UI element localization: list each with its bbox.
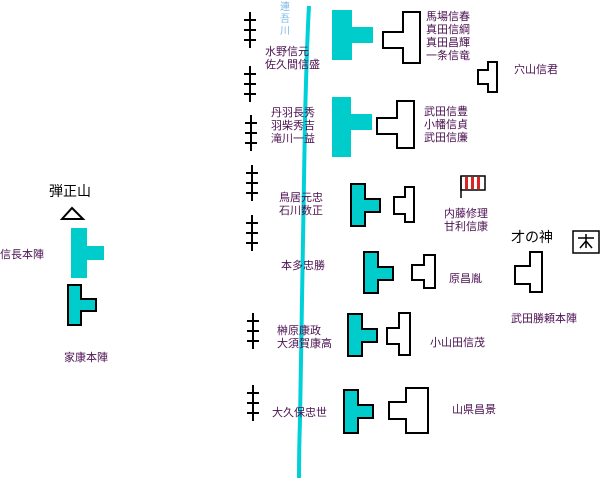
hashiba-label: 羽柴秀吉 [271,119,315,132]
ieyasu-hq-unit [67,284,97,326]
amari-label: 甘利信康 [444,220,488,233]
river-label-1: 連 [280,2,290,13]
fence [245,115,257,151]
sanada-nobutsuna-label: 真田信綱 [426,23,470,36]
naito-label: 内藤修理 [444,207,488,220]
river-label-2: 吾 [280,14,290,25]
torii-label: 鳥居元忠 [279,191,323,204]
baba-sanada-unit [382,11,421,64]
katsuyori-hq-unit [514,251,543,293]
ieyasu-hq-label: 家康本陣 [64,351,108,364]
sakakibara-osuga-unit [347,313,378,357]
niwa-label: 丹羽長秀 [271,106,315,119]
mizuno-label: 水野信元 [265,45,309,58]
katsuyori-hq-label: 武田勝頼本陣 [511,312,577,325]
naito-amari-unit [393,186,415,223]
hara-label: 原昌胤 [449,272,482,285]
sainokami-label: 才の神 [511,230,553,246]
fence [244,12,256,48]
oyamada-label: 小山田信茂 [430,336,485,349]
ishikawa-label: 石川数正 [279,204,323,217]
anayama-unit [477,61,498,93]
fence [244,66,256,102]
rengo-river [297,5,311,479]
anayama-label: 穴山信君 [514,63,558,76]
takeda-nobukado-label: 武田信廉 [424,131,468,144]
yamagata-unit [388,387,429,434]
takeda-nobutoyo-label: 武田信豊 [424,105,468,118]
danjo-hill-label: 弾正山 [49,184,91,200]
takeda-crest-icon [572,230,600,254]
allied-units [71,10,373,278]
nobunaga-hq-label: 信長本陣 [0,248,44,261]
sakuma-label: 佐久間信盛 [265,58,320,71]
honda-unit [363,251,394,294]
river-label-3: 川 [280,26,290,37]
ichijo-label: 一条信竜 [426,49,470,62]
fence [246,165,258,201]
fence [246,215,258,251]
baba-label: 馬場信春 [426,10,470,23]
yamagata-label: 山県昌景 [452,403,496,416]
torii-ishikawa-unit [350,183,381,227]
oyamada-unit [386,312,411,356]
nobunaga-hq-unit [71,228,104,278]
danjo-hill-icon [59,206,86,220]
sanada-masateru-label: 真田昌輝 [426,36,470,49]
niwa-hashiba-takigawa-unit [332,97,372,157]
osuga-label: 大須賀康高 [277,337,332,350]
fence [247,313,259,349]
obata-label: 小幡信貞 [424,118,468,131]
takeda-units [376,11,543,434]
honda-label: 本多忠勝 [281,259,325,272]
takeda-nobutoyo-unit [376,100,415,149]
okubo-unit [343,389,374,434]
hara-unit [411,254,436,289]
takigawa-label: 滝川一益 [271,132,315,145]
palisade-fences [244,12,259,421]
banner-icon [460,175,486,198]
mizuno-sakuma-unit [332,10,373,60]
sakakibara-label: 榊原康政 [277,324,321,337]
allied-units-outlined [67,183,394,434]
fence [247,385,259,421]
okubo-label: 大久保忠世 [272,406,327,419]
